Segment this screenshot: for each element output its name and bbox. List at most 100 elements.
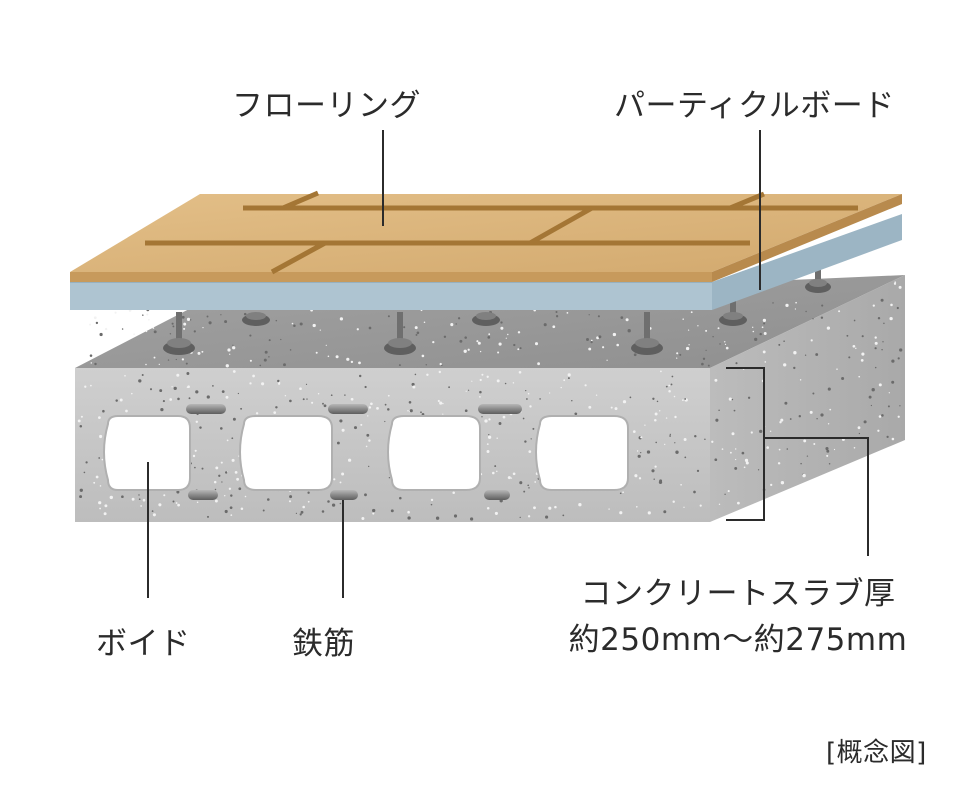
concrete-speckle: [882, 341, 884, 343]
concrete-speckle: [846, 334, 849, 337]
concrete-speckle: [201, 350, 204, 353]
concrete-speckle: [450, 323, 454, 327]
concrete-speckle: [442, 402, 444, 405]
concrete-speckle: [214, 488, 217, 491]
concrete-speckle: [563, 379, 566, 382]
concrete-speckle: [529, 405, 532, 408]
concrete-speckle: [289, 495, 293, 499]
concrete-speckle: [688, 344, 690, 346]
concrete-speckle: [339, 317, 344, 321]
concrete-speckle: [672, 500, 675, 503]
concrete-speckle: [236, 477, 240, 481]
concrete-speckle: [344, 394, 346, 396]
concrete-speckle: [206, 515, 210, 518]
concrete-speckle: [640, 451, 642, 454]
concrete-speckle: [524, 440, 527, 443]
concrete-speckle: [684, 456, 687, 459]
concrete-speckle: [836, 368, 838, 370]
concrete-speckle: [186, 372, 190, 375]
concrete-speckle: [463, 349, 467, 353]
flooring-seam: [270, 240, 327, 275]
concrete-speckle: [871, 388, 875, 392]
concrete-speckle: [812, 392, 815, 395]
concrete-speckle: [186, 386, 189, 388]
concrete-speckle: [181, 358, 185, 361]
concrete-speckle: [302, 505, 306, 509]
concrete-speckle: [606, 359, 608, 361]
concrete-speckle: [232, 417, 236, 421]
concrete-speckle: [388, 477, 391, 479]
concrete-speckle: [734, 448, 737, 450]
concrete-speckle: [229, 506, 233, 510]
concrete-speckle: [175, 358, 177, 361]
concrete-speckle: [125, 409, 128, 413]
concrete-speckle: [638, 477, 642, 480]
concrete-speckle: [398, 364, 401, 367]
concrete-speckle: [95, 475, 99, 479]
concrete-speckle: [225, 471, 228, 474]
concrete-speckle: [365, 445, 368, 448]
concrete-speckle: [195, 390, 199, 394]
concrete-speckle: [659, 479, 663, 483]
concrete-speckle: [651, 469, 655, 473]
concrete-speckle: [734, 466, 738, 470]
concrete-speckle: [705, 329, 708, 332]
concrete-speckle: [229, 353, 231, 355]
concrete-speckle: [197, 351, 201, 355]
concrete-speckle: [766, 446, 769, 449]
concrete-speckle: [479, 396, 481, 398]
concrete-speckle: [218, 474, 221, 477]
concrete-speckle: [194, 466, 196, 469]
concrete-speckle: [194, 449, 197, 452]
concrete-speckle: [220, 461, 223, 464]
concrete-speckle: [231, 458, 235, 462]
concrete-speckle: [376, 407, 379, 410]
concrete-speckle: [467, 389, 470, 391]
concrete-speckle: [264, 350, 268, 354]
concrete-speckle: [743, 466, 746, 469]
concrete-speckle: [255, 412, 259, 415]
concrete-speckle: [415, 333, 418, 336]
support-leg: [805, 268, 831, 293]
concrete-speckle: [780, 418, 784, 422]
concrete-speckle: [816, 418, 818, 420]
concrete-speckle: [339, 419, 343, 423]
concrete-speckle: [664, 443, 666, 446]
concrete-speckle: [312, 323, 316, 328]
concrete-speckle: [718, 409, 720, 411]
concrete-speckle: [654, 412, 658, 416]
concrete-speckle: [555, 315, 559, 318]
concrete-speckle: [868, 395, 872, 399]
concrete-speckle: [878, 415, 882, 418]
concrete-speckle: [500, 321, 503, 324]
concrete-speckle: [612, 332, 617, 337]
concrete-speckle: [827, 423, 830, 425]
concrete-speckle: [891, 359, 895, 363]
concrete-speckle: [327, 500, 330, 503]
concrete-speckle: [838, 310, 841, 313]
concrete-speckle: [225, 364, 229, 368]
concrete-speckle: [341, 428, 345, 432]
concrete-speckle: [238, 487, 242, 491]
concrete-speckle: [826, 449, 830, 453]
concrete-speckle: [469, 517, 474, 521]
concrete-speckle: [523, 490, 526, 493]
concrete-speckle: [183, 322, 187, 326]
concrete-speckle: [685, 346, 690, 351]
void-hole: [239, 415, 333, 491]
concrete-speckle: [89, 354, 93, 357]
concrete-speckle: [368, 406, 372, 409]
concrete-speckle: [696, 469, 700, 473]
concrete-speckle: [874, 366, 877, 369]
concrete-speckle: [193, 330, 196, 333]
concrete-speckle: [302, 398, 305, 401]
concrete-speckle: [152, 327, 155, 329]
support-leg: [719, 296, 747, 326]
concrete-speckle: [863, 420, 867, 424]
concrete-speckle: [827, 387, 831, 391]
concrete-speckle: [479, 390, 482, 394]
concrete-speckle: [513, 343, 516, 347]
concrete-speckle: [744, 458, 749, 463]
concrete-speckle: [437, 399, 440, 403]
concrete-speckle: [177, 397, 180, 401]
